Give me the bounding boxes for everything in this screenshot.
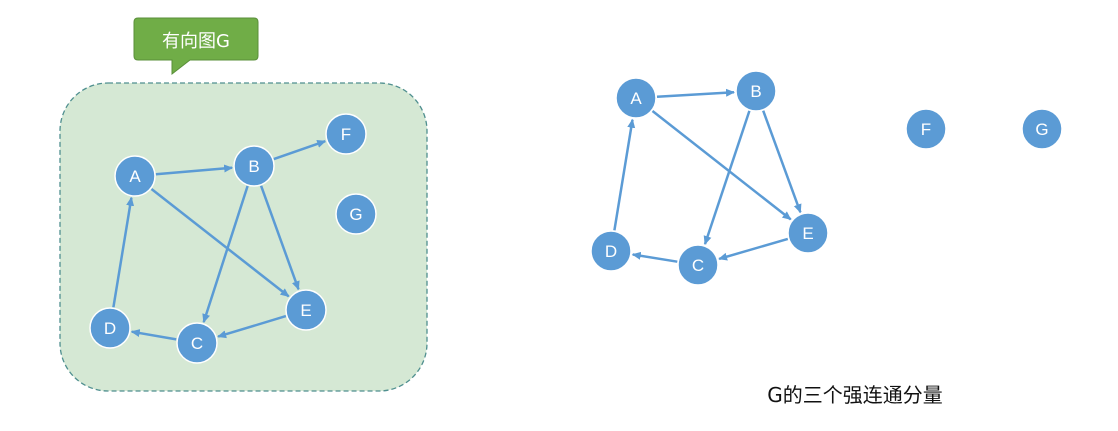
node-right-a: A <box>615 77 657 119</box>
node-circle <box>677 244 719 286</box>
node-label: B <box>750 82 761 101</box>
node-label: D <box>605 242 617 261</box>
graph-region <box>59 82 428 392</box>
node-right-d: D <box>590 230 632 272</box>
edge-right-a-to-b <box>656 88 735 99</box>
node-label: F <box>921 120 931 139</box>
callout-shape <box>133 17 259 76</box>
edge-right-b-to-e <box>762 110 802 214</box>
node-label: C <box>191 334 203 353</box>
edge-right-d-to-a <box>613 118 636 231</box>
node-left-g: G <box>335 193 377 235</box>
node-circle <box>615 77 657 119</box>
node-label: A <box>129 167 141 186</box>
node-left-a: A <box>114 155 156 197</box>
node-circle <box>1021 108 1063 150</box>
node-label: E <box>802 224 813 243</box>
node-label: B <box>248 157 259 176</box>
node-right-b: B <box>735 70 777 112</box>
node-circle <box>285 289 327 331</box>
node-circle <box>905 108 947 150</box>
edge-left-c-to-d <box>130 329 177 341</box>
node-label: E <box>300 301 311 320</box>
node-circle <box>335 193 377 235</box>
node-circle <box>735 70 777 112</box>
edge-left-b-to-c <box>202 185 249 324</box>
node-circle <box>89 307 131 349</box>
node-left-b: B <box>233 145 275 187</box>
edge-right-c-to-d <box>631 251 678 263</box>
edge-right-b-to-c <box>703 110 751 246</box>
node-label: A <box>630 89 642 108</box>
node-left-c: C <box>176 322 218 364</box>
node-right-e: E <box>787 212 829 254</box>
edge-left-b-to-e <box>259 185 300 291</box>
node-circle <box>114 155 156 197</box>
edge-right-a-to-e <box>651 110 792 221</box>
node-label: F <box>341 125 351 144</box>
node-left-f: F <box>325 113 367 155</box>
edge-left-a-to-e <box>150 188 290 298</box>
caption: G的三个强连通分量 <box>767 383 943 407</box>
node-label: G <box>349 205 362 224</box>
node-label: G <box>1035 120 1048 139</box>
node-right-c: C <box>677 244 719 286</box>
node-label: C <box>692 256 704 275</box>
callout: 有向图G <box>133 17 259 76</box>
node-label: D <box>104 319 116 338</box>
node-left-d: D <box>89 307 131 349</box>
node-circle <box>787 212 829 254</box>
node-circle <box>176 322 218 364</box>
edge-left-e-to-c <box>217 314 287 339</box>
node-circle <box>325 113 367 155</box>
edge-left-a-to-b <box>155 164 234 176</box>
node-left-e: E <box>285 289 327 331</box>
node-right-f: F <box>905 108 947 150</box>
graph-left: A B C D E F G <box>89 113 377 364</box>
edge-right-e-to-c <box>718 237 789 261</box>
node-right-g: G <box>1021 108 1063 150</box>
graph-right-components: A B C D E F G <box>590 70 1063 286</box>
edge-left-b-to-f <box>273 140 327 161</box>
node-circle <box>590 230 632 272</box>
callout-label: 有向图G <box>162 31 230 52</box>
edge-left-d-to-a <box>112 196 135 308</box>
node-circle <box>233 145 275 187</box>
